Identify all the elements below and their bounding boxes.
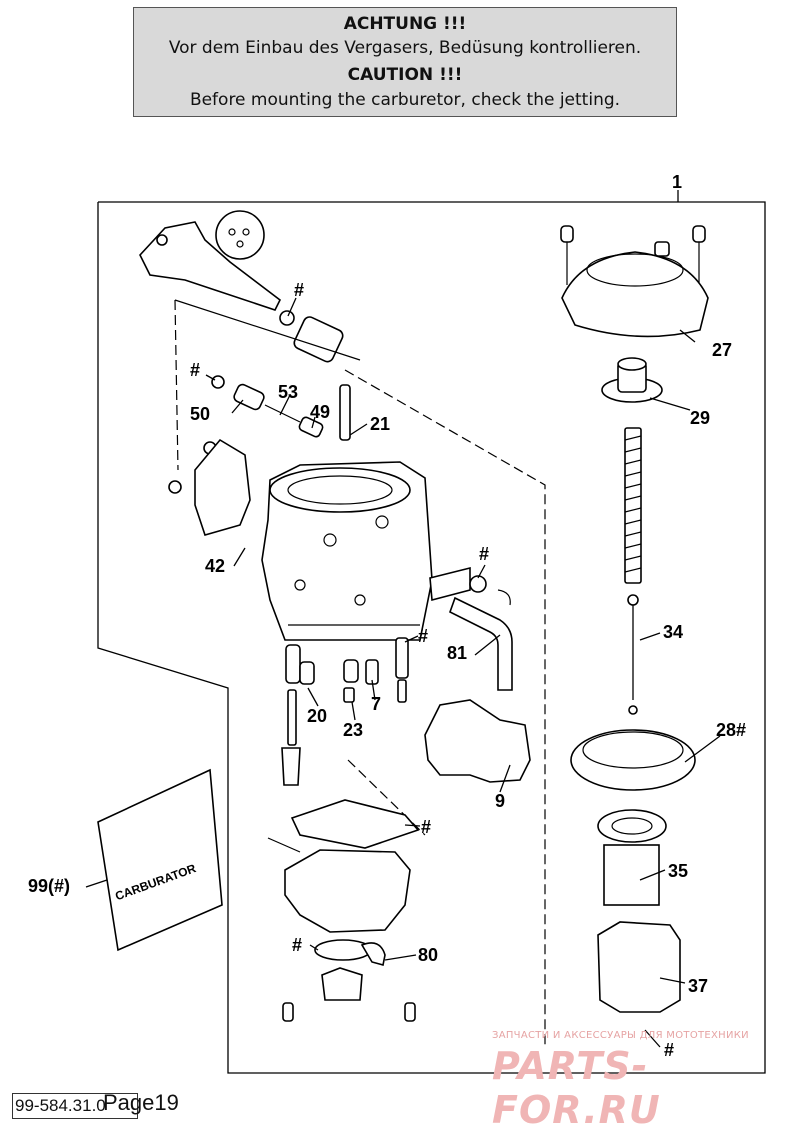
clip-81 <box>497 589 511 606</box>
label-hash-5: # <box>421 817 431 837</box>
float-bowl <box>284 849 411 933</box>
part-labels: 1 27 29 34 28# 35 37 53 49 50 21 42 81 2… <box>28 172 746 1060</box>
watermark-logo: PARTS-FOR.RU <box>492 1044 661 1132</box>
diaphragm-28 <box>570 729 696 791</box>
dash-line-c <box>347 759 426 836</box>
jets-group <box>281 637 409 786</box>
piston-35 <box>597 809 667 906</box>
label-assembly-1: 1 <box>672 172 682 192</box>
label-23: 23 <box>343 720 363 740</box>
leader-lines <box>85 297 721 1048</box>
watermark-tagline: ЗАПЧАСТИ И АКСЕССУАРЫ ДЛЯ МОТОТЕХНИКИ <box>492 1030 749 1041</box>
notice-text-en: Before mounting the carburetor, check th… <box>189 90 621 110</box>
label-50: 50 <box>190 404 210 424</box>
fitting-80 <box>360 942 386 966</box>
label-hash-2: # <box>190 360 200 380</box>
bowl-screw-left <box>282 1002 294 1022</box>
housing-37 <box>597 921 681 1013</box>
label-35: 35 <box>668 861 688 881</box>
caution-notice: ACHTUNG !!! Vor dem Einbau des Vergasers… <box>133 7 677 117</box>
float-9 <box>424 699 531 783</box>
bowl-screw-right <box>404 1002 416 1022</box>
label-53: 53 <box>278 382 298 402</box>
notice-heading-de: ACHTUNG !!! <box>343 14 467 34</box>
label-hash-1: # <box>294 280 304 300</box>
idle-screw-assembly <box>168 375 351 494</box>
label-49: 49 <box>310 402 330 422</box>
label-28: 28# <box>716 720 746 740</box>
label-hash-6: # <box>292 935 302 955</box>
label-37: 37 <box>688 976 708 996</box>
needle-34 <box>627 594 639 715</box>
label-hash-7: # <box>664 1040 674 1060</box>
drain-screw <box>267 837 301 853</box>
label-29: 29 <box>690 408 710 428</box>
throttle-linkage-bracket <box>139 210 361 363</box>
spring <box>624 427 642 584</box>
label-21: 21 <box>370 414 390 434</box>
carburetor-body <box>194 438 471 641</box>
oring-81 <box>469 575 487 593</box>
label-20: 20 <box>307 706 327 726</box>
notice-heading-en: CAUTION !!! <box>347 65 463 85</box>
slide-29 <box>601 357 663 403</box>
gasket-kit-99: CARBURATOR <box>97 768 223 952</box>
label-42: 42 <box>205 556 225 576</box>
label-7: 7 <box>371 694 381 714</box>
label-hash-3: # <box>479 544 489 564</box>
label-hash-4: # <box>418 626 428 646</box>
dash-line-a <box>174 299 179 471</box>
footer-page-number: Page19 <box>103 1090 179 1115</box>
oring-80 <box>314 939 372 961</box>
label-80: 80 <box>418 945 438 965</box>
top-cover-27 <box>560 225 709 338</box>
label-34: 34 <box>663 622 683 642</box>
hose-81 <box>449 596 513 691</box>
label-99: 99(#) <box>28 876 70 896</box>
footer-doc-code: 99-584.31.0 <box>12 1093 138 1119</box>
label-81: 81 <box>447 643 467 663</box>
assembly-boundary <box>97 201 766 1074</box>
notice-text-de: Vor dem Einbau des Vergasers, Bedüsung k… <box>168 38 642 58</box>
float-bowl-gasket <box>290 799 420 849</box>
label-9: 9 <box>495 791 505 811</box>
drain-plug <box>321 967 363 1001</box>
dash-line-b <box>344 369 546 1045</box>
label-27: 27 <box>712 340 732 360</box>
